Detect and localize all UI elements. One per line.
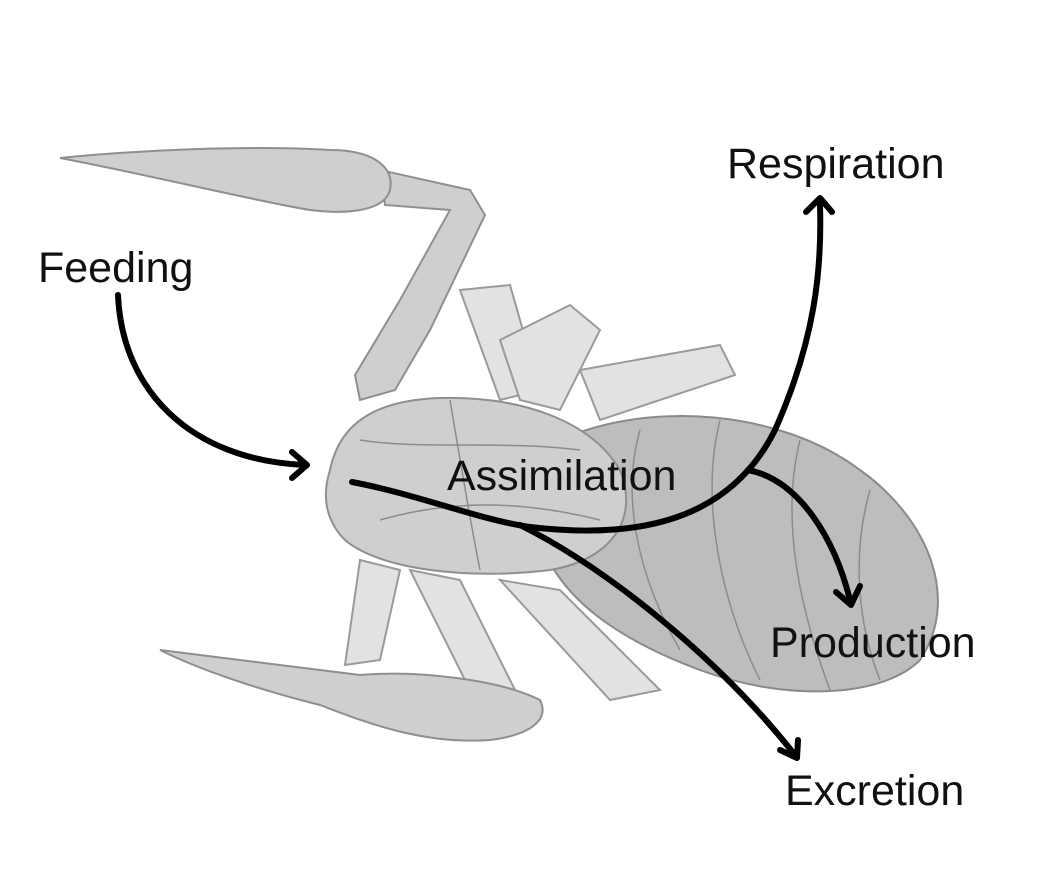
assimilation-respiration-arrow <box>349 202 824 534</box>
arrows <box>115 195 863 761</box>
excretion-label: Excretion <box>785 767 965 815</box>
excretion-arrow <box>517 522 798 758</box>
assimilation-label: Assimilation <box>447 452 677 500</box>
leg <box>343 558 402 667</box>
production-arrow <box>745 467 853 603</box>
leg <box>497 578 663 702</box>
leg <box>578 343 737 422</box>
upper-claw <box>59 147 392 213</box>
upper-arm <box>353 168 487 402</box>
lower-claw <box>159 649 544 742</box>
production-label: Production <box>770 619 976 667</box>
abdomen <box>538 415 939 693</box>
feeding-label: Feeding <box>38 244 194 292</box>
respiration-label: Respiration <box>727 140 945 188</box>
feeding-arrow <box>115 292 308 468</box>
